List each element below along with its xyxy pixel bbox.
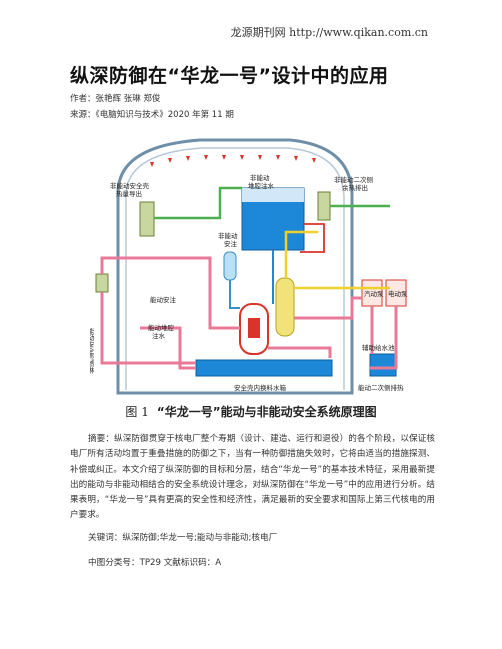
system-diagram: 非能动安全壳 热量导出 非能动 堆腔注水 非能动二次侧 余热排出 非能动 安注 … bbox=[90, 138, 408, 395]
source-label: 来源： bbox=[70, 110, 96, 120]
authors: 张艳辉 张琳 郑俊 bbox=[95, 94, 161, 104]
label-passive-heat: 非能动安全壳 bbox=[110, 181, 150, 190]
abstract: 摘要：纵深防御贯穿于核电厂整个寿期（设计、建造、运行和退役）的各个阶段，以保证核… bbox=[70, 432, 435, 524]
accumulator-tank bbox=[223, 251, 237, 281]
abstract-text: 纵深防御贯穿于核电厂整个寿期（设计、建造、运行和退役）的各个阶段，以保证核电厂所… bbox=[70, 434, 435, 521]
svg-text:热量导出: 热量导出 bbox=[116, 189, 142, 198]
classification: 中图分类号：TP29 文献标识码：A bbox=[88, 556, 221, 568]
keywords: 关键词：纵深防御;华龙一号;能动与非能动;核电厂 bbox=[88, 531, 277, 543]
clc-value: TP29 bbox=[139, 558, 161, 568]
label-steam-pump: 汽动泵 bbox=[364, 289, 384, 298]
active-piping bbox=[100, 256, 398, 370]
abstract-label: 摘要： bbox=[88, 434, 115, 444]
site-header: 龙源期刊网 http://www.qikan.com.cn bbox=[230, 26, 428, 39]
clc-label: 中图分类号： bbox=[88, 558, 140, 568]
svg-text:安注: 安注 bbox=[224, 239, 238, 248]
doc-label: 文献标识码： bbox=[163, 558, 216, 568]
label-spray: 能动安全壳喷淋 bbox=[90, 327, 94, 375]
label-aux-feed: 辅助给水池 bbox=[362, 343, 395, 352]
figure-title: “华龙一号”能动与非能动安全系统原理图 bbox=[156, 405, 377, 419]
figure-caption: 图 1 “华龙一号”能动与非能动安全系统原理图 bbox=[0, 403, 502, 420]
label-passive-safety-inj: 非能动 bbox=[218, 231, 238, 240]
containment-inner bbox=[125, 147, 345, 390]
heat-arrows bbox=[150, 155, 316, 167]
doc-value: A bbox=[215, 558, 222, 568]
passive-piping bbox=[154, 186, 390, 309]
label-ircwst: 安全壳内换料水箱 bbox=[234, 383, 287, 392]
containment-outline bbox=[116, 138, 354, 395]
heat-exchanger-right bbox=[317, 191, 331, 221]
diagram-labels: 非能动安全壳 热量导出 非能动 堆腔注水 非能动二次侧 余热排出 非能动 安注 … bbox=[110, 173, 408, 392]
label-active-cavity: 能动堆腔 bbox=[148, 323, 175, 332]
label-active-inj: 能动安注 bbox=[150, 295, 177, 304]
heat-exchanger-left bbox=[139, 201, 155, 237]
label-motor-pump: 电动泵 bbox=[388, 289, 408, 298]
svg-text:余热排出: 余热排出 bbox=[342, 183, 368, 192]
steam-generator bbox=[275, 277, 295, 337]
source: 《电脑知识与技术》2020 年第 11 期 bbox=[95, 110, 234, 120]
aux-feed-tank bbox=[369, 353, 397, 377]
figure-number: 图 1 bbox=[125, 405, 149, 419]
svg-text:堆腔注水: 堆腔注水 bbox=[248, 181, 275, 190]
svg-text:注水: 注水 bbox=[152, 331, 166, 340]
keywords-label: 关键词： bbox=[88, 533, 123, 543]
authors-line: 作者：张艳辉 张琳 郑俊 bbox=[70, 92, 160, 104]
spray-hx bbox=[95, 273, 109, 293]
label-secondary-passive: 非能动二次侧 bbox=[334, 175, 373, 184]
keywords-text: 纵深防御;华龙一号;能动与非能动;核电厂 bbox=[122, 533, 278, 543]
label-secondary-active: 能动二次侧排热 bbox=[358, 383, 404, 392]
source-line: 来源：《电脑知识与技术》2020 年第 11 期 bbox=[70, 108, 234, 120]
authors-label: 作者： bbox=[70, 94, 96, 104]
ircwst-tank bbox=[195, 359, 333, 377]
article-title: 纵深防御在“华龙一号”设计中的应用 bbox=[70, 65, 389, 87]
label-passive-injection: 非能动 bbox=[250, 173, 270, 182]
